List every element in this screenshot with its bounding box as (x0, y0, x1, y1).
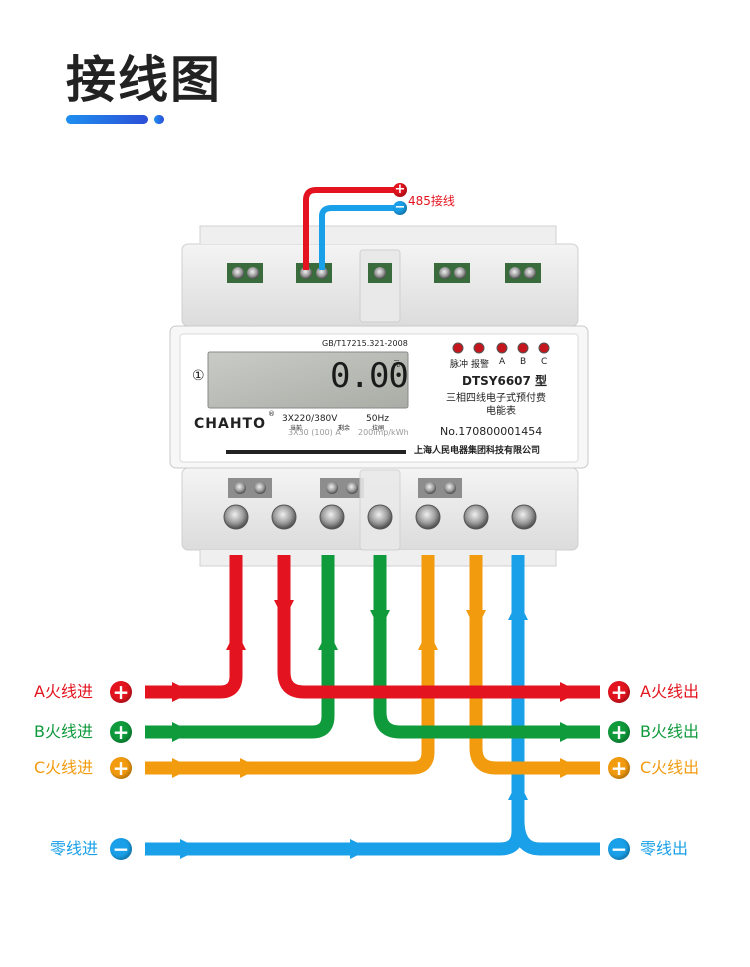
meter-model: DTSY6607 型 (462, 374, 548, 388)
wiring-lines (145, 555, 600, 856)
plus-icon: + (608, 757, 630, 779)
meter-lcd-reading: 0.00 (330, 356, 409, 396)
plus-icon: + (608, 721, 630, 743)
indicator-label-pulse: 脉冲 (450, 360, 469, 370)
plus-icon: + (110, 721, 132, 743)
meter-lcd-tag-current: 当前 (290, 425, 303, 432)
main-terminal-screws (223, 504, 537, 530)
meter-imp: 200imp/kWh (358, 428, 409, 437)
minus-icon: − (608, 838, 630, 860)
meter-serial: No.170800001454 (440, 425, 543, 438)
minus-icon: − (110, 838, 132, 860)
output-label-a: A火线出 (640, 682, 699, 701)
indicator-label-alarm: 报警 (471, 360, 490, 370)
meter-voltage: 3X220/380V (282, 414, 338, 424)
title-underline (66, 115, 148, 124)
rs485-label: 485接线 (408, 194, 455, 208)
meter-desc-line2: 电能表 (486, 406, 516, 417)
plus-icon: + (608, 681, 630, 703)
indicator-leds (452, 342, 550, 354)
page-title: 接线图 (66, 51, 222, 109)
indicator-label-b: B (520, 357, 527, 367)
meter-desc-line1: 三相四线电子式预付费 (446, 393, 546, 404)
input-label-c: C火线进 (34, 758, 94, 777)
rs485-plus-icon: + (393, 182, 407, 197)
energy-meter (169, 225, 589, 567)
indicator-label-a: A (499, 357, 506, 367)
indicator-label-c: C (541, 357, 548, 367)
rs485-minus-icon: − (393, 200, 407, 215)
meter-brand: CHAHTO (194, 416, 266, 432)
meter-frequency: 50Hz (366, 414, 389, 424)
input-label-n: 零线进 (50, 839, 99, 858)
plus-icon: + (110, 681, 132, 703)
plus-icon: + (110, 757, 132, 779)
output-label-c: C火线出 (640, 758, 700, 777)
meter-lcd-unit: 元 (393, 360, 400, 368)
meter-brand-mark: ® (268, 410, 275, 418)
meter-current: 3X30 (100) A (288, 428, 341, 437)
meter-standard: GB/T17215.321-2008 (322, 339, 408, 348)
output-label-n: 零线出 (640, 839, 689, 858)
meter-circle-num: ① (192, 368, 205, 384)
meter-maker: 上海人民电器集团科技有限公司 (414, 446, 541, 456)
meter-lcd-tag-remaining: 剩余 (338, 425, 351, 432)
flow-arrows (172, 600, 580, 859)
input-label-b: B火线进 (34, 722, 93, 741)
input-label-a: A火线进 (34, 682, 93, 701)
title-underline-dot (154, 115, 164, 124)
output-label-b: B火线出 (640, 722, 699, 741)
meter-lcd-tag-cutoff: 拉闸 (372, 425, 385, 432)
rs485-wires (303, 187, 398, 270)
